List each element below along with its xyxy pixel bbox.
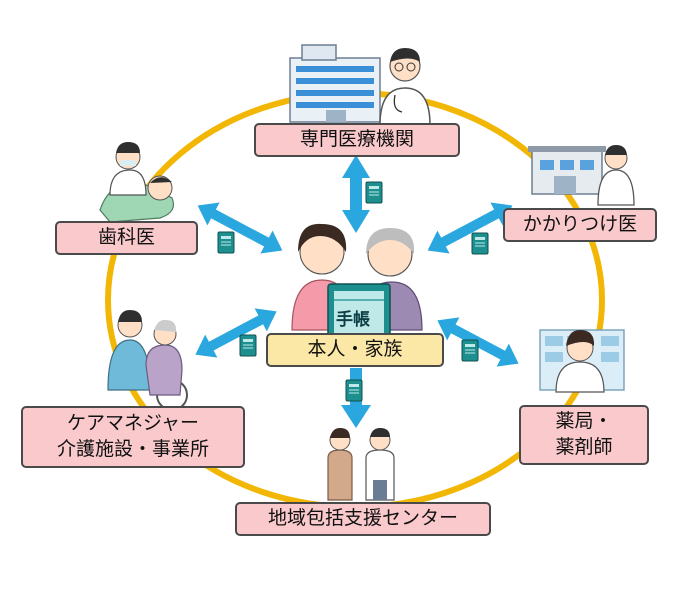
node-dentist: 歯科医	[55, 221, 198, 255]
caregiver-wheelchair-icon	[107, 310, 188, 411]
node-care-manager-line2: 介護施設・事業所	[56, 438, 209, 460]
node-care-manager-line1: ケアマネジャー	[66, 412, 200, 435]
center-notebook-label: 手帳	[336, 310, 370, 330]
clinic-icon	[528, 146, 606, 195]
pharmacist-icon	[539, 329, 625, 393]
arrow-dentist	[197, 202, 283, 254]
node-care-manager: ケアマネジャー 介護施設・事業所	[21, 406, 245, 468]
staff-pair-icon	[327, 428, 395, 501]
doctor-icon	[379, 48, 431, 126]
arrow-specialist	[342, 155, 370, 233]
arrow-family-doctor	[427, 202, 513, 254]
node-pharmacy: 薬局・ 薬剤師	[519, 405, 649, 465]
node-pharmacy-line1: 薬局・	[555, 410, 613, 433]
dentist-icon	[99, 142, 175, 223]
doctor-icon	[597, 145, 635, 206]
node-pharmacy-line2: 薬剤師	[555, 436, 613, 458]
arrow-care-manager	[195, 308, 277, 358]
node-specialist-hospital: 専門医療機関	[254, 123, 460, 157]
node-community-center: 地域包括支援センター	[235, 502, 491, 536]
node-center: 本人・家族	[266, 333, 444, 367]
hospital-building-icon	[289, 44, 381, 123]
node-family-doctor: かかりつけ医	[503, 208, 657, 242]
notebook-icon	[327, 283, 391, 343]
